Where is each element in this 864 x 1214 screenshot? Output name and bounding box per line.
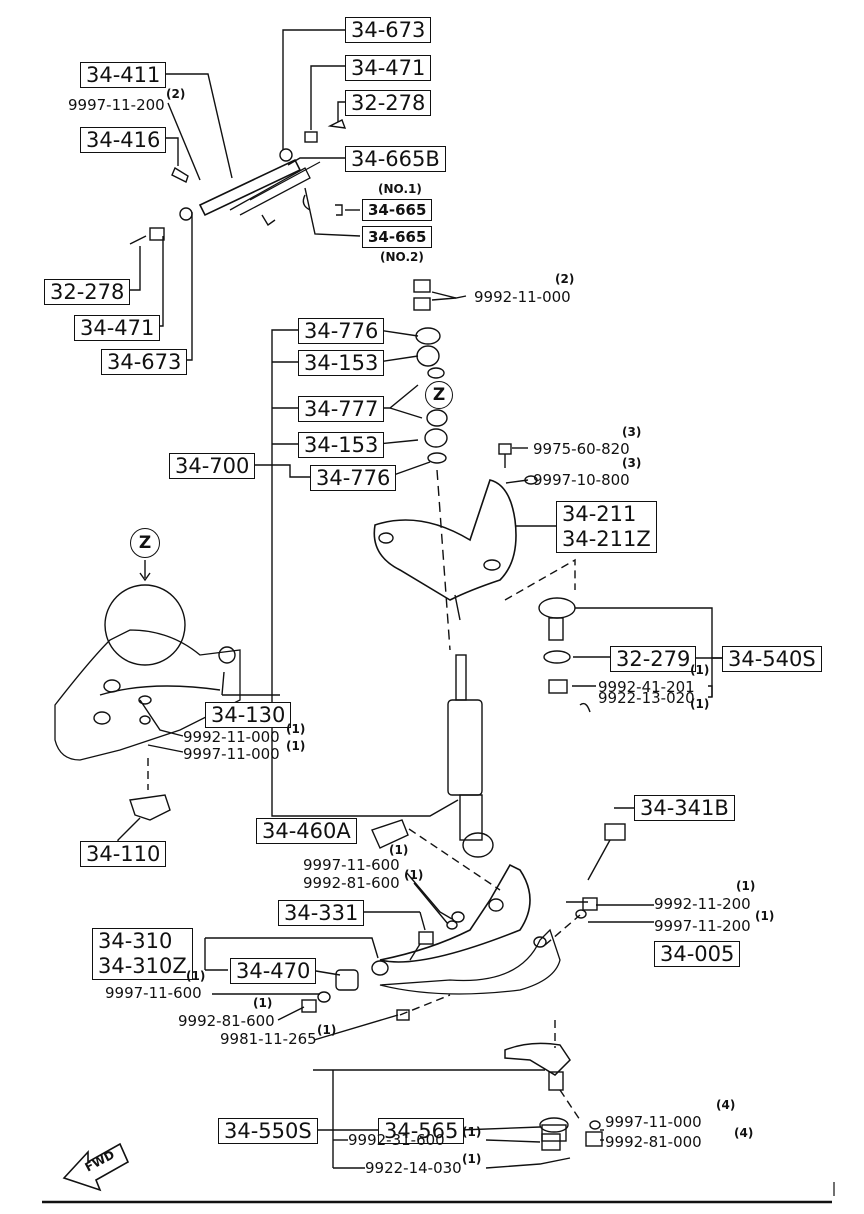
qty-9992-41-201: (1) <box>690 663 710 677</box>
part-34-776-a[interactable]: 34-776 <box>298 318 385 344</box>
part-34-673-left[interactable]: 34-673 <box>101 349 188 375</box>
qty-9997-11-000-low: (4) <box>716 1098 736 1112</box>
part-34-665-no2[interactable]: 34-665 <box>362 226 433 248</box>
qty-9922-13-020: (1) <box>690 697 710 711</box>
part-34-673-top[interactable]: 34-673 <box>345 17 432 43</box>
qty-9997-11-000-mid: (1) <box>286 739 306 753</box>
part-34-471-left[interactable]: 34-471 <box>74 315 161 341</box>
qty-9922-14-030: (1) <box>462 1152 482 1166</box>
part-9992-11-200-r[interactable]: 9992-11-200 <box>654 895 751 913</box>
part-34-665B[interactable]: 34-665B <box>345 146 446 172</box>
part-34-341B[interactable]: 34-341B <box>634 795 735 821</box>
part-9992-11-000-mid[interactable]: 9992-11-000 <box>183 728 280 746</box>
part-9992-41-201[interactable]: 9992-41-201 <box>598 678 695 696</box>
part-34-540S[interactable]: 34-540S <box>722 646 822 672</box>
qty-9997-10-800: (3) <box>622 456 642 470</box>
z-marker-top: Z <box>425 381 453 409</box>
note-no2: (NO.2) <box>380 250 424 264</box>
qty-9981-11-265: (1) <box>317 1023 337 1037</box>
part-9992-81-600-mid[interactable]: 9992-81-600 <box>303 874 400 892</box>
part-32-279[interactable]: 32-279 <box>610 646 697 672</box>
part-34-411[interactable]: 34-411 <box>80 62 167 88</box>
qty-9992-81-000-low: (4) <box>734 1126 754 1140</box>
part-34-310Z[interactable]: 34-310Z <box>98 954 187 978</box>
part-34-460A[interactable]: 34-460A <box>256 818 357 844</box>
qty-9992-11-000-top: (2) <box>555 272 575 286</box>
qty-9992-81-600-mid: (1) <box>404 868 424 882</box>
qty-9997-11-600-low: (1) <box>186 969 206 983</box>
part-34-565[interactable]: 34-565 <box>378 1118 465 1144</box>
part-9997-11-600-low[interactable]: 9997-11-600 <box>105 984 202 1002</box>
part-9997-11-200-r[interactable]: 9997-11-200 <box>654 917 751 935</box>
part-9997-11-000-low[interactable]: 9997-11-000 <box>605 1113 702 1131</box>
part-34-153-b[interactable]: 34-153 <box>298 432 385 458</box>
part-32-278-top[interactable]: 32-278 <box>345 90 432 116</box>
part-9997-11-200-top[interactable]: 9997-11-200 <box>68 96 165 114</box>
part-34-005[interactable]: 34-005 <box>654 941 741 967</box>
part-9997-11-600-mid[interactable]: 9997-11-600 <box>303 856 400 874</box>
qty-9975-60-820: (3) <box>622 425 642 439</box>
part-34-153-a[interactable]: 34-153 <box>298 350 385 376</box>
part-32-278-left[interactable]: 32-278 <box>44 279 131 305</box>
part-9975-60-820[interactable]: 9975-60-820 <box>533 440 630 458</box>
part-34-471-top[interactable]: 34-471 <box>345 55 432 81</box>
qty-9997-11-200-top: (2) <box>166 87 186 101</box>
part-34-211Z[interactable]: 34-211Z <box>562 527 651 551</box>
part-9992-81-000-low[interactable]: 9992-81-000 <box>605 1133 702 1151</box>
qty-9997-11-200-r: (1) <box>755 909 775 923</box>
part-9992-31-600[interactable]: 9992-31-600 <box>348 1131 445 1149</box>
qty-9992-31-600: (1) <box>462 1125 482 1139</box>
part-34-211[interactable]: 34-211 <box>562 502 637 526</box>
part-9992-81-600-low[interactable]: 9992-81-600 <box>178 1012 275 1030</box>
part-34-777[interactable]: 34-777 <box>298 396 385 422</box>
part-34-331[interactable]: 34-331 <box>278 900 365 926</box>
part-34-665-no1[interactable]: 34-665 <box>362 199 433 221</box>
qty-9992-81-600-low: (1) <box>253 996 273 1010</box>
note-no1: (NO.1) <box>378 182 422 196</box>
z-marker-left: Z <box>130 528 160 558</box>
part-34-211-group[interactable]: 34-211 34-211Z <box>556 501 657 553</box>
part-34-130[interactable]: 34-130 <box>205 702 292 728</box>
part-34-776-b[interactable]: 34-776 <box>310 465 397 491</box>
part-9992-11-000-top[interactable]: 9992-11-000 <box>474 288 571 306</box>
part-34-416[interactable]: 34-416 <box>80 127 167 153</box>
part-9997-11-000-mid[interactable]: 9997-11-000 <box>183 745 280 763</box>
part-34-470[interactable]: 34-470 <box>230 958 317 984</box>
part-34-110[interactable]: 34-110 <box>80 841 167 867</box>
part-34-700[interactable]: 34-700 <box>169 453 256 479</box>
part-9922-14-030[interactable]: 9922-14-030 <box>365 1159 462 1177</box>
qty-9992-11-200-r: (1) <box>736 879 756 893</box>
part-9981-11-265[interactable]: 9981-11-265 <box>220 1030 317 1048</box>
part-9922-13-020[interactable]: 9922-13-020 <box>598 689 695 707</box>
qty-9997-11-600-mid: (1) <box>389 843 409 857</box>
part-9997-10-800[interactable]: 9997-10-800 <box>533 471 630 489</box>
qty-9992-11-000-mid: (1) <box>286 722 306 736</box>
part-34-310-group[interactable]: 34-310 34-310Z <box>92 928 193 980</box>
part-34-550S[interactable]: 34-550S <box>218 1118 318 1144</box>
part-34-310[interactable]: 34-310 <box>98 929 173 953</box>
